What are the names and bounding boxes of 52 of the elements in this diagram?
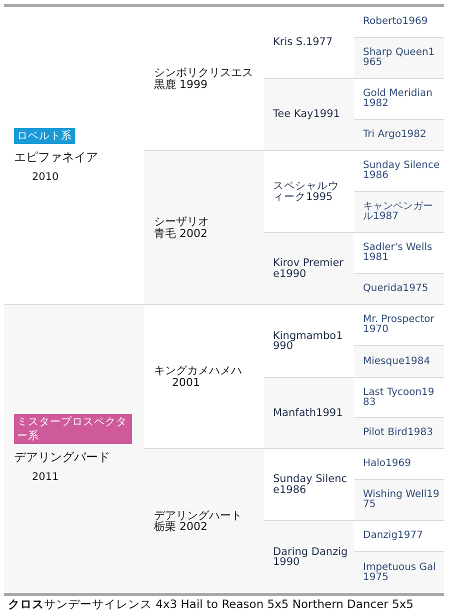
horse-name: Kingmambo1990 bbox=[273, 330, 344, 352]
horse-name: Gold Meridian 1982 bbox=[363, 89, 434, 109]
horse-name: Daring Danzig1990 bbox=[273, 546, 348, 568]
pedigree-cell bbox=[264, 232, 354, 304]
pedigree-cell bbox=[354, 191, 444, 232]
pedigree-cell bbox=[144, 150, 264, 304]
pedigree-cell bbox=[354, 119, 444, 150]
horse-name: Mr. Prospector 1970 bbox=[363, 315, 436, 335]
horse-name: Impetuous Gal1975 bbox=[363, 562, 437, 582]
horse-name: Sadler's Wells 1981 bbox=[363, 243, 434, 263]
horse-name: シーザリオ bbox=[154, 216, 209, 228]
coat-and-birth-year: 黒鹿 1999 bbox=[154, 78, 208, 90]
horse-name: Tee Kay1991 bbox=[273, 109, 340, 120]
horse-name: Querida1975 bbox=[363, 284, 428, 294]
horse-name: Kris S.1977 bbox=[273, 37, 333, 48]
pedigree-cell bbox=[354, 479, 444, 520]
inbreeding-note: クロスサンデーサイレンス 4x3 Hail to Reason 5x5 Northern Dancer 5x5 bbox=[8, 597, 414, 612]
horse-name: Sunday Silence1986 bbox=[363, 161, 440, 181]
horse-name: Tri Argo1982 bbox=[363, 130, 426, 140]
horse-name: Manfath1991 bbox=[273, 408, 343, 418]
horse-name: スペシャルウィーク1995 bbox=[273, 181, 340, 202]
coat-and-birth-year: 栃栗 2002 bbox=[154, 521, 208, 532]
lineage-badge: ミスタープロスペクター系 bbox=[14, 414, 132, 444]
horse-name: キングカメハメハ bbox=[154, 365, 242, 376]
pedigree-cell bbox=[4, 304, 144, 596]
horse-name: デアリングバード bbox=[14, 450, 110, 465]
birth-year: 2010 bbox=[31, 170, 59, 184]
lineage-badge: ロベルト系 bbox=[14, 128, 75, 144]
horse-name: Danzig1977 bbox=[363, 531, 423, 541]
pedigree-cell bbox=[354, 273, 444, 304]
horse-name: エピファネイア bbox=[14, 150, 98, 165]
horse-name: Roberto1969 bbox=[363, 17, 428, 27]
pedigree-cell bbox=[264, 377, 354, 448]
horse-name: デアリングハート bbox=[154, 510, 242, 521]
horse-name: シンボリクリスエス bbox=[154, 67, 253, 78]
horse-name: Kirov Premiere1990 bbox=[273, 258, 344, 279]
horse-name: Wishing Well1975 bbox=[363, 490, 440, 510]
horse-name: Pilot Bird1983 bbox=[363, 428, 433, 438]
pedigree-cell bbox=[354, 551, 444, 596]
horse-name: Halo1969 bbox=[363, 459, 411, 469]
horse-name: キャンペンガール1987 bbox=[363, 202, 434, 222]
pedigree-cell bbox=[354, 417, 444, 448]
pedigree-cell bbox=[264, 78, 354, 150]
pedigree-cell bbox=[354, 37, 444, 78]
horse-name: Sunday Silence1986 bbox=[273, 474, 348, 495]
birth-year: 2011 bbox=[31, 470, 59, 484]
horse-name: Miesque1984 bbox=[363, 356, 430, 366]
pedigree-cell bbox=[354, 345, 444, 377]
birth-year: 2001 bbox=[171, 376, 200, 388]
coat-and-birth-year: 青毛 2002 bbox=[154, 228, 208, 239]
horse-name: Last Tycoon1983 bbox=[363, 388, 436, 408]
horse-name: Sharp Queen1965 bbox=[363, 48, 436, 68]
